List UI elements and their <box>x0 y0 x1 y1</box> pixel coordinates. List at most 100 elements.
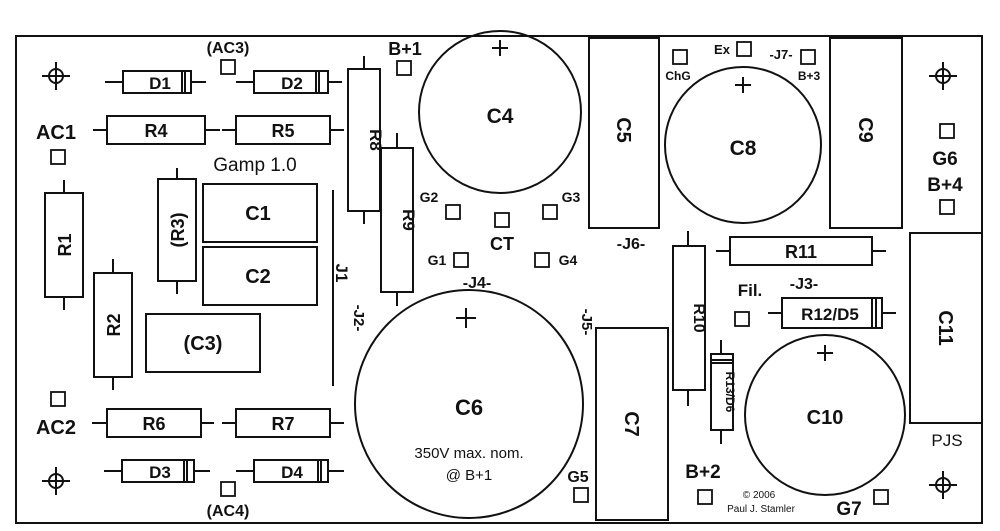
component-r12-d5 <box>768 297 896 329</box>
pad-ex-label: Ex <box>714 42 731 57</box>
pad-g3 <box>542 204 558 220</box>
pad-b3 <box>800 49 816 65</box>
pad-b1 <box>396 60 412 76</box>
pad-g4 <box>534 252 550 268</box>
capacitor-c4-label: C4 <box>487 105 514 128</box>
resistor-r10-label: R10 <box>690 303 707 332</box>
capacitor-c3 <box>145 313 261 373</box>
resistor-r5-label: R5 <box>271 121 294 141</box>
capacitor-c11 <box>909 232 983 424</box>
jumper-j2-label: -J2- <box>350 305 367 332</box>
pad-g7-label: G7 <box>836 499 861 520</box>
capacitor-c3-label: (C3) <box>184 333 223 355</box>
capacitor-c1 <box>202 183 318 243</box>
pad-ct-label: CT <box>490 234 514 254</box>
resistor-r8-label: R8 <box>366 129 385 151</box>
resistor-r2-label: R2 <box>104 313 124 336</box>
capacitor-c2 <box>202 246 318 306</box>
pad-g1 <box>453 252 469 268</box>
capacitor-c6-label: C6 <box>455 395 483 420</box>
diode-d3-label: D3 <box>149 463 171 482</box>
pad-g6-label: G6 <box>932 149 957 170</box>
diode-d3 <box>104 459 210 483</box>
resistor-r3 <box>157 168 197 294</box>
capacitor-c5-label: C5 <box>612 117 634 143</box>
pad-g5 <box>573 487 589 503</box>
board-title: Gamp 1.0 <box>213 155 296 176</box>
pad-ac4 <box>220 481 236 497</box>
resistor-r8 <box>347 56 381 224</box>
resistor-r1 <box>44 180 84 310</box>
resistor-r4-label: R4 <box>144 121 167 141</box>
pad-fil-label: Fil. <box>738 281 763 300</box>
pad-ac3-label: (AC3) <box>207 40 250 57</box>
resistor-r2 <box>93 259 133 390</box>
pad-b3-label: B+3 <box>798 69 821 83</box>
diode-d2 <box>236 70 342 94</box>
component-r13-d6-label: R13/D6 <box>723 372 737 413</box>
mounting-hole-bottom-left <box>42 467 70 495</box>
resistor-r5 <box>222 115 344 145</box>
pad-g4-label: G4 <box>559 252 578 268</box>
mounting-hole-top-right <box>929 62 957 90</box>
pad-g2 <box>445 204 461 220</box>
pad-b4-label: B+4 <box>927 175 963 196</box>
capacitor-c5 <box>588 37 660 229</box>
capacitor-c7 <box>595 327 669 521</box>
jumper-j1-label: J1 <box>332 264 351 283</box>
capacitor-c8 <box>664 66 822 224</box>
mounting-hole-top-left <box>42 62 70 90</box>
jumper-j7-label: -J7- <box>769 47 792 62</box>
resistor-r6-label: R6 <box>142 414 165 434</box>
pad-chg-label: ChG <box>665 69 690 83</box>
diode-d2-label: D2 <box>281 74 303 93</box>
resistor-r7 <box>222 408 344 438</box>
pad-ac3 <box>220 59 236 75</box>
capacitor-c10 <box>744 334 906 496</box>
capacitor-c10-label: C10 <box>807 407 844 429</box>
mounting-hole-bottom-right <box>929 471 957 499</box>
jumper-j5-label: -J5- <box>578 309 595 336</box>
pad-chg <box>672 49 688 65</box>
capacitor-c9-label: C9 <box>854 117 876 143</box>
capacitor-c9 <box>829 37 903 229</box>
pad-ac2-label: AC2 <box>36 417 76 439</box>
diode-d1 <box>105 70 206 94</box>
resistor-r3-label: (R3) <box>168 212 188 247</box>
pad-b1-label: B+1 <box>388 39 422 59</box>
capacitor-c2-label: C2 <box>245 266 271 288</box>
capacitor-c6-rating-line1: 350V max. nom. <box>414 445 523 462</box>
jumper-j6-label: -J6- <box>617 236 645 253</box>
resistor-r1-label: R1 <box>55 233 75 256</box>
pad-g6 <box>939 123 955 139</box>
pad-g1-label: G1 <box>428 252 447 268</box>
resistor-r9-label: R9 <box>399 209 418 231</box>
resistor-r10 <box>672 231 706 406</box>
pad-g7 <box>873 489 889 505</box>
jumper-j4-label: -J4- <box>463 275 491 292</box>
resistor-r9 <box>380 133 414 306</box>
resistor-r11-label: R11 <box>785 242 817 262</box>
component-r13-d6 <box>710 340 734 444</box>
capacitor-c1-label: C1 <box>245 203 271 225</box>
resistor-r6 <box>92 408 214 438</box>
capacitor-c6 <box>354 289 584 519</box>
resistor-r11 <box>716 236 886 266</box>
resistor-r4 <box>93 115 220 145</box>
capacitor-c8-label: C8 <box>730 137 757 160</box>
pad-ex <box>736 41 752 57</box>
pad-ac1-label: AC1 <box>36 122 76 144</box>
board-credit-name: Paul J. Stamler <box>727 504 795 515</box>
pad-g5-label: G5 <box>567 469 588 486</box>
capacitor-c6-rating-line2: @ B+1 <box>446 467 493 484</box>
board-credit-year: © 2006 <box>743 490 776 501</box>
pad-squares <box>50 41 955 505</box>
pad-fil <box>734 311 750 327</box>
diode-d1-label: D1 <box>149 74 171 93</box>
diode-d4 <box>236 459 344 483</box>
pad-ac2 <box>50 391 66 407</box>
pad-g2-label: G2 <box>420 189 439 205</box>
pad-ac1 <box>50 149 66 165</box>
pad-b2 <box>697 489 713 505</box>
board-initials: PJS <box>931 431 962 450</box>
